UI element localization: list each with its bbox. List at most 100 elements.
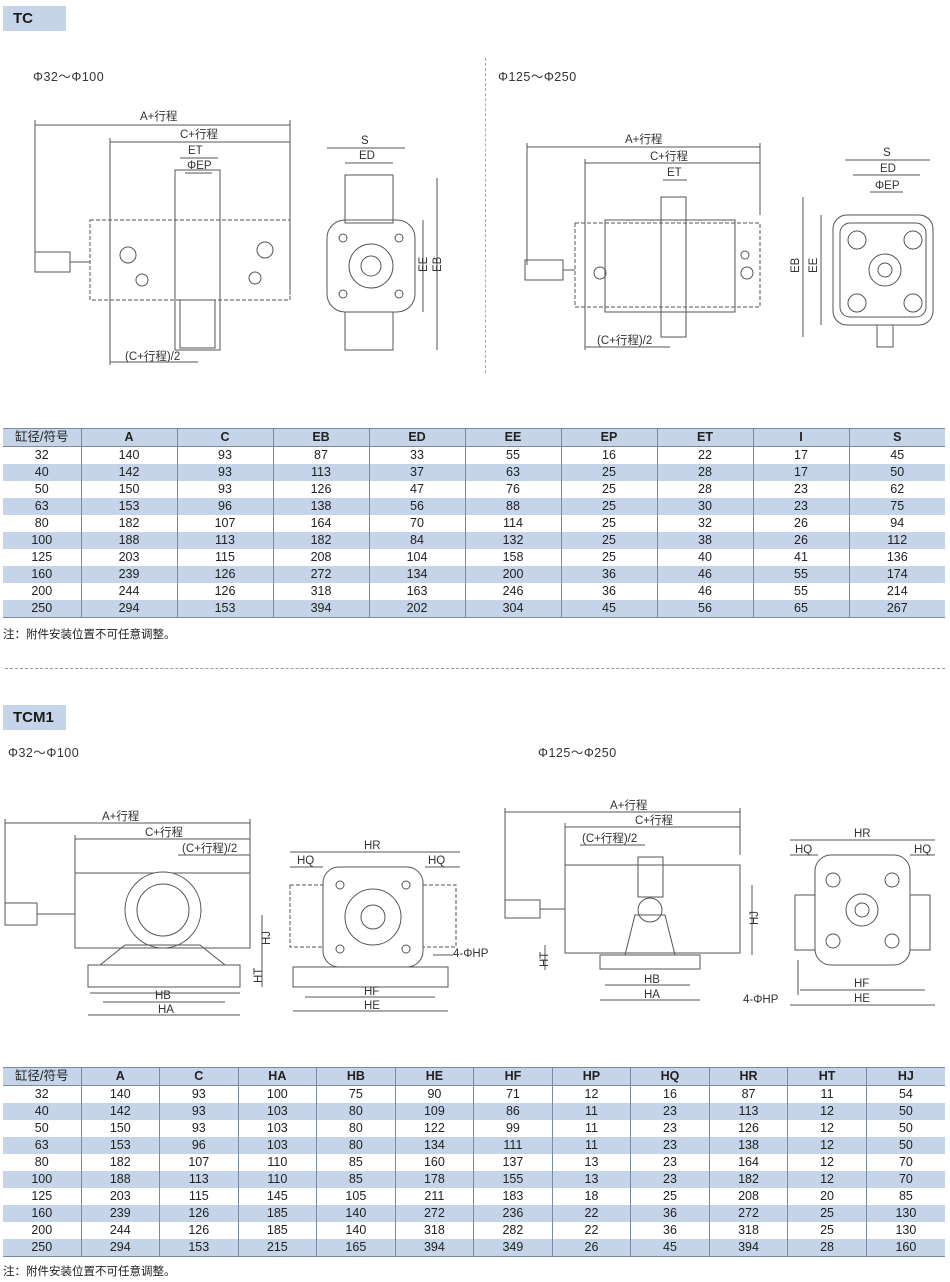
table-cell: 23 bbox=[630, 1154, 710, 1171]
tcm1-dim-hj-label: HJ bbox=[261, 931, 273, 945]
table-cell: 50 bbox=[34, 1121, 49, 1135]
table-cell: 267 bbox=[848, 600, 945, 618]
table-cell: 200 bbox=[464, 566, 561, 583]
table-cell: 236 bbox=[473, 1205, 553, 1222]
tcm1-small-range-label: Φ32～Φ100 bbox=[8, 746, 80, 760]
tc-header-cell: EB bbox=[272, 428, 369, 447]
table-cell: 105 bbox=[316, 1188, 396, 1205]
table-cell: 17 bbox=[752, 446, 849, 464]
table-cell: 22 bbox=[656, 446, 753, 464]
table-cell: 23 bbox=[752, 481, 849, 498]
tc-large-dim-eb-label: EB bbox=[790, 257, 802, 273]
table-cell: 272 bbox=[708, 1205, 788, 1222]
tcm1-dim-c-label: C+行程 bbox=[145, 826, 184, 839]
vertical-divider bbox=[485, 58, 486, 373]
table-cell: 318 bbox=[272, 583, 369, 600]
table-cell: 18 bbox=[551, 1188, 631, 1205]
table-cell: 23 bbox=[630, 1103, 710, 1120]
tcm1-header-cell: HB bbox=[316, 1067, 396, 1086]
tcm1-header-cell: HA bbox=[237, 1067, 317, 1086]
table-cell: 25 bbox=[560, 464, 657, 481]
table-cell: 63 bbox=[3, 1137, 81, 1154]
tcm1-dim-he-label: HE bbox=[364, 1000, 380, 1012]
table-cell: 244 bbox=[80, 1222, 160, 1239]
tc-small-front-drawing: S ED EE EB bbox=[326, 135, 444, 351]
tcm1-large-dim-hj-label: HJ bbox=[749, 911, 761, 925]
tcm1-dim-hp-label: 4-ΦHP bbox=[453, 948, 489, 960]
tc-note: 注：附件安装位置不可任意调整。 bbox=[3, 629, 176, 641]
table-cell: 28 bbox=[656, 481, 753, 498]
table-cell: 126 bbox=[272, 481, 369, 498]
tc-dim-ed-label: ED bbox=[359, 150, 375, 162]
table-cell: 45 bbox=[630, 1239, 710, 1257]
table-cell: 125 bbox=[31, 1189, 53, 1203]
tc-header-cell: I bbox=[752, 428, 849, 447]
tcm1-header-cell: HJ bbox=[865, 1067, 945, 1086]
table-cell: 50 bbox=[865, 1120, 945, 1137]
table-cell: 45 bbox=[560, 600, 657, 618]
tcm1-dim-hq-right-label: HQ bbox=[428, 855, 445, 867]
table-cell: 113 bbox=[176, 532, 273, 549]
tc-dim-ee-label: EE bbox=[418, 256, 430, 272]
table-cell: 294 bbox=[80, 600, 177, 618]
table-cell: 46 bbox=[656, 583, 753, 600]
table-cell: 54 bbox=[865, 1085, 945, 1103]
table-cell: 75 bbox=[316, 1085, 396, 1103]
tcm1-header-cell: HE bbox=[394, 1067, 474, 1086]
tc-header-cell: A bbox=[80, 428, 177, 447]
table-cell: 70 bbox=[865, 1171, 945, 1188]
tc-large-dim-s-label: S bbox=[883, 147, 891, 159]
table-cell: 80 bbox=[316, 1103, 396, 1120]
table-cell: 140 bbox=[316, 1205, 396, 1222]
table-cell: 153 bbox=[80, 498, 177, 515]
table-cell: 100 bbox=[237, 1085, 317, 1103]
table-cell: 87 bbox=[708, 1085, 788, 1103]
table-cell: 394 bbox=[272, 600, 369, 618]
table-cell: 25 bbox=[560, 532, 657, 549]
table-cell: 40 bbox=[3, 464, 81, 481]
table-cell: 103 bbox=[237, 1137, 317, 1154]
table-cell: 36 bbox=[560, 583, 657, 600]
table-cell: 45 bbox=[848, 446, 945, 464]
table-cell: 55 bbox=[752, 566, 849, 583]
section-tag-tc: TC bbox=[3, 6, 66, 31]
table-cell: 36 bbox=[630, 1222, 710, 1239]
tc-large-dim-ee-label: EE bbox=[808, 257, 820, 273]
table-cell: 47 bbox=[368, 481, 465, 498]
table-cell: 32 bbox=[34, 1087, 49, 1101]
tcm1-large-side-drawing: A+行程 C+行程 (C+行程)/2 HB HA HJ HT bbox=[504, 799, 761, 1001]
table-cell: 155 bbox=[473, 1171, 553, 1188]
table-cell: 55 bbox=[464, 446, 561, 464]
table-cell: 272 bbox=[272, 566, 369, 583]
tcm1-small-front-drawing: HR HQ HQ 4-ΦHP HF HE bbox=[289, 840, 489, 1012]
tcm1-large-dim-he-label: HE bbox=[854, 993, 870, 1005]
tc-large-dim-ep-label: ΦEP bbox=[875, 180, 900, 192]
table-cell: 122 bbox=[394, 1120, 474, 1137]
table-cell: 200 bbox=[31, 584, 53, 598]
tc-large-range-label: Φ125～Φ250 bbox=[498, 70, 577, 84]
table-cell: 26 bbox=[551, 1239, 631, 1257]
table-cell: 85 bbox=[316, 1154, 396, 1171]
table-cell: 16 bbox=[560, 446, 657, 464]
tcm1-header-cell: C bbox=[159, 1067, 239, 1086]
tcm1-large-dim-hp-label: 4-ΦHP bbox=[743, 994, 779, 1006]
table-cell: 134 bbox=[394, 1137, 474, 1154]
table-cell: 71 bbox=[473, 1085, 553, 1103]
table-cell: 25 bbox=[787, 1205, 867, 1222]
tcm1-large-dim-ht-label: HT bbox=[539, 952, 551, 967]
table-cell: 164 bbox=[708, 1154, 788, 1171]
table-cell: 100 bbox=[3, 532, 81, 549]
table-cell: 158 bbox=[464, 549, 561, 566]
tc-header-cell: C bbox=[176, 428, 273, 447]
tc-large-dim-ed-label: ED bbox=[880, 163, 896, 175]
table-cell: 32 bbox=[656, 515, 753, 532]
table-cell: 90 bbox=[394, 1085, 474, 1103]
table-cell: 93 bbox=[159, 1085, 239, 1103]
table-cell: 25 bbox=[787, 1222, 867, 1239]
table-cell: 12 bbox=[787, 1137, 867, 1154]
tcm1-dim-hb-label: HB bbox=[155, 990, 171, 1002]
